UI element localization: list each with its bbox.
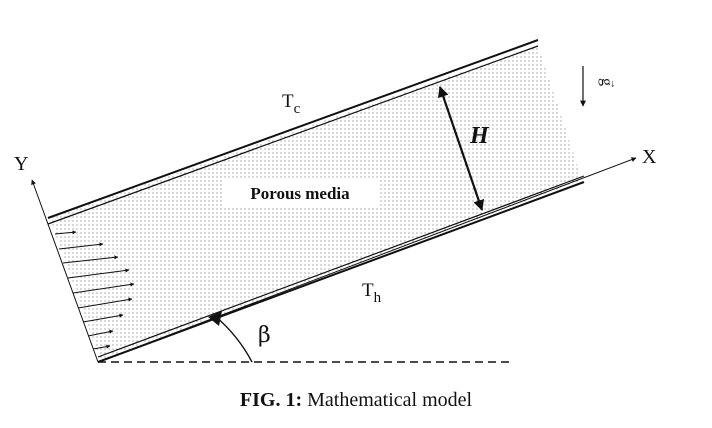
top-wall-temperature: Tc	[282, 91, 301, 117]
bottom-wall-temperature: Th	[362, 280, 382, 306]
velocity-arrow	[87, 329, 114, 337]
caption-label: FIG. 1:	[239, 389, 303, 411]
velocity-arrow	[58, 242, 104, 250]
angle-arrowhead	[208, 311, 222, 326]
caption-text: Mathematical model	[302, 389, 473, 411]
figure-caption: FIG. 1: Mathematical model	[0, 389, 712, 412]
velocity-arrow	[54, 230, 77, 235]
height-label: H	[469, 123, 490, 149]
inlet-velocity-profile	[54, 230, 135, 350]
svg-text:g: g	[598, 78, 615, 86]
y-axis-label: Y	[14, 153, 28, 175]
velocity-arrow	[92, 344, 111, 350]
angle-label: β	[258, 323, 271, 348]
velocity-arrow	[62, 255, 119, 264]
velocity-arrow	[67, 268, 130, 279]
top-wall	[47, 39, 539, 225]
bottom-wall	[97, 175, 585, 363]
velocity-arrow	[72, 282, 135, 294]
y-axis	[31, 179, 99, 363]
angle-arc	[214, 315, 253, 363]
svg-text:→: →	[608, 79, 619, 89]
x-axis-label: X	[642, 146, 657, 168]
gravity-vector-label: g →	[598, 78, 619, 89]
medium-label: Porous media	[250, 184, 350, 203]
x-axis	[97, 157, 637, 363]
velocity-arrow	[82, 313, 124, 323]
medium-label-background	[222, 180, 378, 206]
height-dimension-arrow	[437, 85, 485, 212]
velocity-arrow	[77, 297, 133, 309]
